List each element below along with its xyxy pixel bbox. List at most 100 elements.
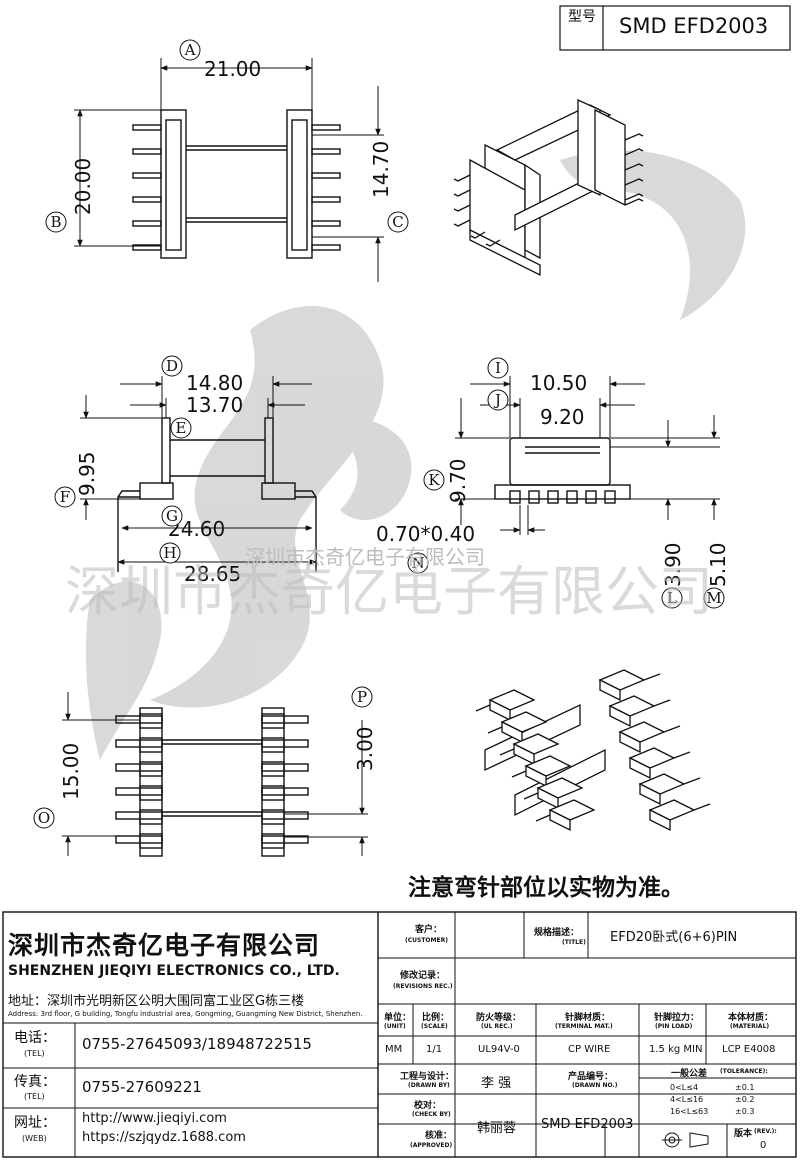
svg-text:L: L — [667, 589, 677, 607]
pin-pad — [115, 833, 309, 849]
pinload-label-en: (PIN LOAD) — [655, 1023, 693, 1030]
version-label-en: (REV.): — [754, 1128, 777, 1135]
pin-pad — [115, 809, 309, 825]
iso-view-bottom — [475, 669, 711, 832]
title-label: 规格描述： — [534, 928, 580, 938]
pin — [132, 244, 162, 251]
tolerance-range: 16<L≤63 — [670, 1107, 709, 1116]
tolerance-range: 4<L≤16 — [670, 1095, 704, 1104]
pin — [547, 490, 559, 504]
svg-text:B: B — [50, 213, 61, 231]
svg-text:O: O — [38, 809, 50, 827]
label-circle-g: G — [161, 505, 183, 527]
iso-view-top — [453, 98, 644, 277]
label-circle-c: C — [387, 211, 409, 233]
dim-F-value: 9.95 — [75, 451, 99, 496]
svg-text:P: P — [357, 688, 367, 706]
pin — [132, 124, 162, 131]
title-value: EFD20卧式(6+6)PIN — [610, 930, 738, 945]
web-link-2[interactable]: https://szjqydz.1688.com — [82, 1130, 246, 1145]
iso-pin-block — [628, 747, 691, 780]
tel-label-cn: 电话： — [14, 1030, 56, 1046]
iso-pin-block — [608, 695, 671, 728]
dim-P-value: 3.00 — [353, 726, 377, 771]
model-box — [559, 5, 791, 51]
material-label-en: (MATERIAL) — [730, 1023, 770, 1030]
terminal-label-en: (TERMINAL MAT.) — [555, 1023, 613, 1030]
label-circle-f: F — [54, 486, 76, 508]
iso-pin-block — [523, 777, 584, 810]
dim-C-value: 14.70 — [369, 141, 393, 198]
svg-text:F: F — [60, 488, 70, 506]
pin — [132, 148, 162, 155]
model-value: SMD EFD2003 — [619, 14, 769, 38]
drawingno-value: SMD EFD2003 — [541, 1117, 634, 1132]
fax-value: 0755-27609221 — [82, 1078, 202, 1096]
scale-value: 1/1 — [426, 1044, 443, 1055]
pin — [585, 490, 597, 504]
pinload-value: 1.5 kg MIN — [649, 1044, 703, 1055]
dim-K-value: 9.70 — [446, 458, 470, 503]
pin — [132, 172, 162, 179]
scale-label-en: (SCALE) — [421, 1023, 448, 1030]
tolerance-value: ±0.1 — [735, 1083, 755, 1092]
ul-label: 防火等级： — [476, 1013, 522, 1023]
tolerance-label: 一般公差 — [671, 1069, 708, 1079]
watermark-text-small: 深圳市杰奇亿电子有限公司 — [245, 545, 485, 569]
pin — [311, 196, 341, 203]
pin — [528, 490, 540, 504]
dim-front — [455, 376, 720, 535]
tolerance-value: ±0.3 — [735, 1107, 755, 1116]
pin — [311, 244, 341, 251]
approved-label-en: (APPROVED) — [410, 1142, 453, 1149]
iso-pin-block — [618, 721, 681, 754]
iso-pin-block — [648, 799, 711, 832]
label-circle-p: P — [351, 686, 373, 708]
tolerance-value: ±0.2 — [735, 1095, 755, 1104]
pin — [311, 148, 341, 155]
company-name-en: SHENZHEN JIEQIYI ELECTRONICS CO., LTD. — [8, 963, 340, 979]
tel-label-en: (TEL) — [24, 1049, 45, 1058]
dim-H-value: 28.65 — [184, 562, 241, 586]
iso-pin-block — [535, 799, 596, 832]
dim-M-value: 5.10 — [706, 542, 730, 587]
pin — [311, 172, 341, 179]
pin — [132, 220, 162, 227]
svg-text:D: D — [166, 357, 178, 375]
bottom-view — [115, 707, 309, 857]
dim-D2-value: 13.70 — [186, 393, 243, 417]
label-circle-n: N — [407, 552, 429, 574]
dim-N-value: 0.70*0.40 — [376, 522, 475, 546]
label-circle-m: M — [703, 587, 725, 609]
drawn-value: 李 强 — [481, 1076, 512, 1091]
terminal-label: 针脚材质： — [565, 1013, 611, 1023]
web-link-1[interactable]: http://www.jieqiyi.com — [82, 1111, 227, 1126]
dim-D-value: 14.80 — [186, 371, 243, 395]
customer-label: 客户： — [415, 925, 443, 935]
ul-label-en: (UL REC.) — [481, 1023, 513, 1030]
web-label-en[interactable]: (WEB) — [22, 1134, 47, 1143]
dim-I-value: 10.50 — [530, 371, 587, 395]
label-circle-j: J — [487, 389, 509, 411]
dim-A — [74, 58, 384, 282]
label-circle-l: L — [661, 587, 683, 609]
tolerance-range: 0<L≤4 — [670, 1083, 699, 1092]
customer-label-en: (CUSTOMER) — [405, 937, 448, 944]
dim-A-value: 21.00 — [204, 57, 261, 81]
dim-O-value: 15.00 — [59, 743, 83, 800]
drawingno-label-en: (DRAWN NO.) — [572, 1082, 618, 1089]
watermark-text-large: 深圳市杰奇亿电子有限公司 — [65, 560, 713, 623]
web-label-cn: 网址： — [14, 1115, 56, 1131]
svg-text:C: C — [392, 213, 403, 231]
note-text: 注意弯针部位以实物为准。 — [408, 875, 684, 901]
tolerance-label-en: (TOLERANCE): — [720, 1068, 768, 1075]
pin — [566, 490, 578, 504]
projection-symbol-icon — [662, 1132, 709, 1148]
title-block-frame — [2, 911, 797, 1158]
iso-pin-block — [511, 755, 572, 788]
checked-label: 校对： — [414, 1101, 442, 1111]
unit-label-en: (UNIT) — [384, 1023, 406, 1030]
label-circle-d: D — [161, 355, 183, 377]
pin-pad — [115, 761, 309, 777]
